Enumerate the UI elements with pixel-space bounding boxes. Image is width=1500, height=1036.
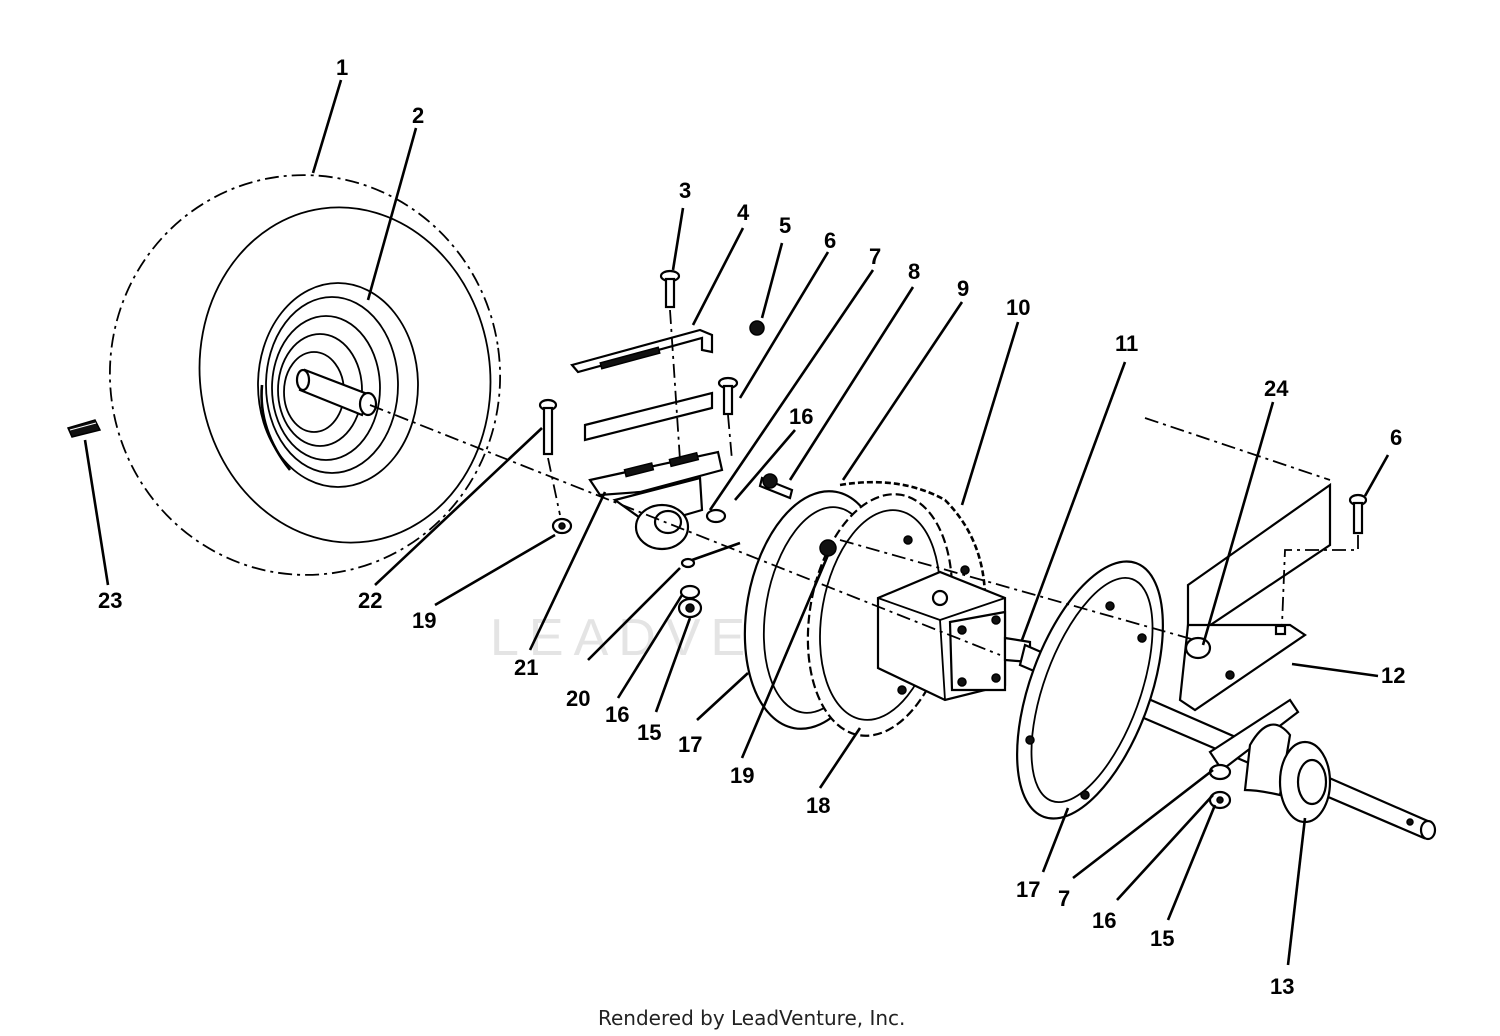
wheel-bolt [66,419,102,438]
bearing-13 [1208,698,1332,824]
drive-chain [839,480,987,601]
callout-15-mid: 15 [637,720,661,745]
callout-12: 12 [1381,663,1405,688]
callout-4: 4 [737,200,750,225]
callout-10: 10 [1006,295,1030,320]
callout-16-mid: 16 [605,702,629,727]
rim-ring-3 [277,333,363,447]
sprocket-assembly [743,480,1032,737]
callout-5: 5 [779,213,791,238]
callout-3: 3 [679,178,691,203]
rim-shadow [260,384,292,471]
callout-16-bottom: 16 [1092,908,1116,933]
callout-9: 9 [957,276,969,301]
hub-axle-end [358,391,378,417]
callout-13: 13 [1270,974,1294,999]
callout-6-right: 6 [1390,425,1402,450]
hub-axle-start [295,368,311,392]
callout-18: 18 [806,793,830,818]
leader-lines [83,79,1390,966]
callout-6-top: 6 [824,228,836,253]
callout-1: 1 [336,55,348,80]
bracket-stack [538,269,794,619]
callout-17-left: 17 [678,732,702,757]
callout-16-top: 16 [789,404,813,429]
callout-11: 11 [1115,331,1138,356]
callout-20: 20 [566,686,590,711]
callout-7-bottom: 7 [1058,886,1070,911]
callout-15-bottom: 15 [1150,926,1174,951]
callout-19-left: 19 [412,608,436,633]
callout-2: 2 [412,103,424,128]
callout-19-mid: 19 [730,763,754,788]
callout-7-top: 7 [869,244,881,269]
alignment-lines [369,309,1359,656]
callouts: 1 2 3 4 5 6 7 8 9 10 11 16 24 6 23 22 19… [98,55,1405,999]
frame-bracket-12 [1178,482,1368,712]
rim-ring-2 [271,315,381,461]
callout-17-right: 17 [1016,877,1040,902]
ring-plate-17 [1016,560,1164,820]
tire-outline [109,174,501,576]
callout-22: 22 [358,588,382,613]
wheel-assembly [109,174,501,576]
rim-ring-1 [265,296,399,474]
footer-credit: Rendered by LeadVenture, Inc. [598,1006,905,1030]
tire-inner [198,206,492,544]
callout-23: 23 [98,588,122,613]
callout-24: 24 [1264,376,1289,401]
callout-21: 21 [514,655,538,680]
callout-8: 8 [908,259,920,284]
rim-outer [257,282,419,488]
